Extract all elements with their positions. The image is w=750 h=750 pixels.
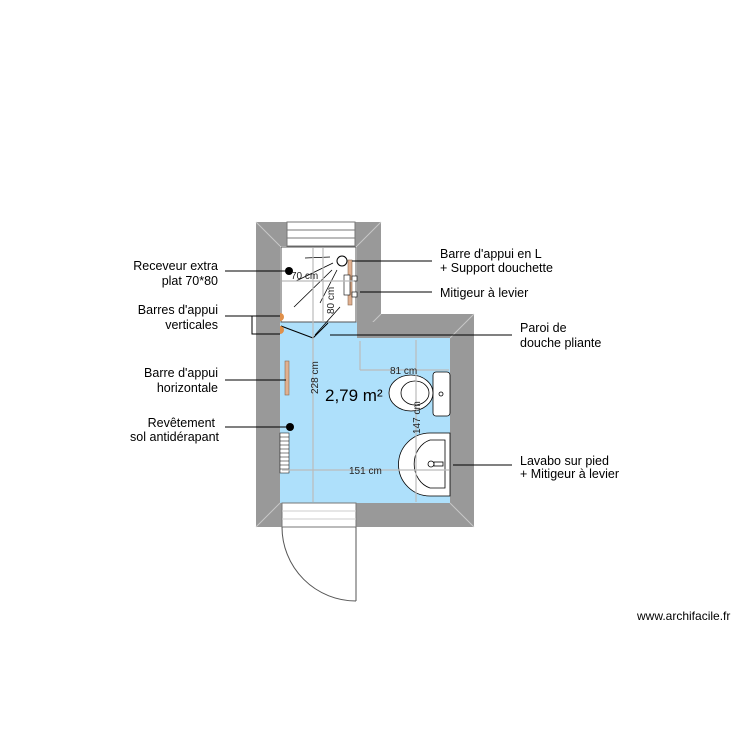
- sink[interactable]: [398, 432, 451, 497]
- watermark[interactable]: www.archifacile.fr: [636, 609, 730, 623]
- leader-lines: [225, 260, 512, 466]
- tap-bracket-bottom: [351, 291, 358, 298]
- walls: [256, 222, 474, 527]
- label-barre-l: Barre d'appui en L+ Support douchette: [440, 247, 553, 275]
- anti-slip-stripes: [280, 436, 289, 470]
- dim-toilet-offset: 81 cm: [390, 366, 417, 377]
- dim-room-width: 151 cm: [349, 466, 382, 477]
- door[interactable]: [281, 502, 357, 602]
- horizontal-grab-bar[interactable]: [284, 360, 290, 396]
- vertical-grab-bar-1[interactable]: [280, 313, 284, 321]
- wall-step: [357, 322, 450, 338]
- wall-corner-lines: [255, 221, 475, 528]
- dim-shower-depth: 80 cm: [326, 287, 337, 314]
- dim-sink-offset: 147 cm: [412, 401, 423, 434]
- vertical-grab-bar-2[interactable]: [280, 326, 284, 334]
- dim-room-length: 228 cm: [310, 361, 321, 394]
- toilet[interactable]: [388, 371, 451, 417]
- label-lavabo: Lavabo sur pied+ Mitigeur à levier: [520, 454, 619, 481]
- mixer-tap-icon: [343, 274, 351, 296]
- dim-shower-width: 70 cm: [291, 271, 318, 282]
- window: [286, 221, 356, 247]
- dimension-lines: [282, 248, 449, 502]
- shower-slope-lines: [293, 256, 341, 336]
- area-label: 2,79 m²: [325, 386, 383, 405]
- tap-bracket-top: [351, 275, 358, 282]
- label-mitigeur: Mitigeur à levier: [440, 286, 528, 300]
- shower-drain-icon: [336, 255, 348, 267]
